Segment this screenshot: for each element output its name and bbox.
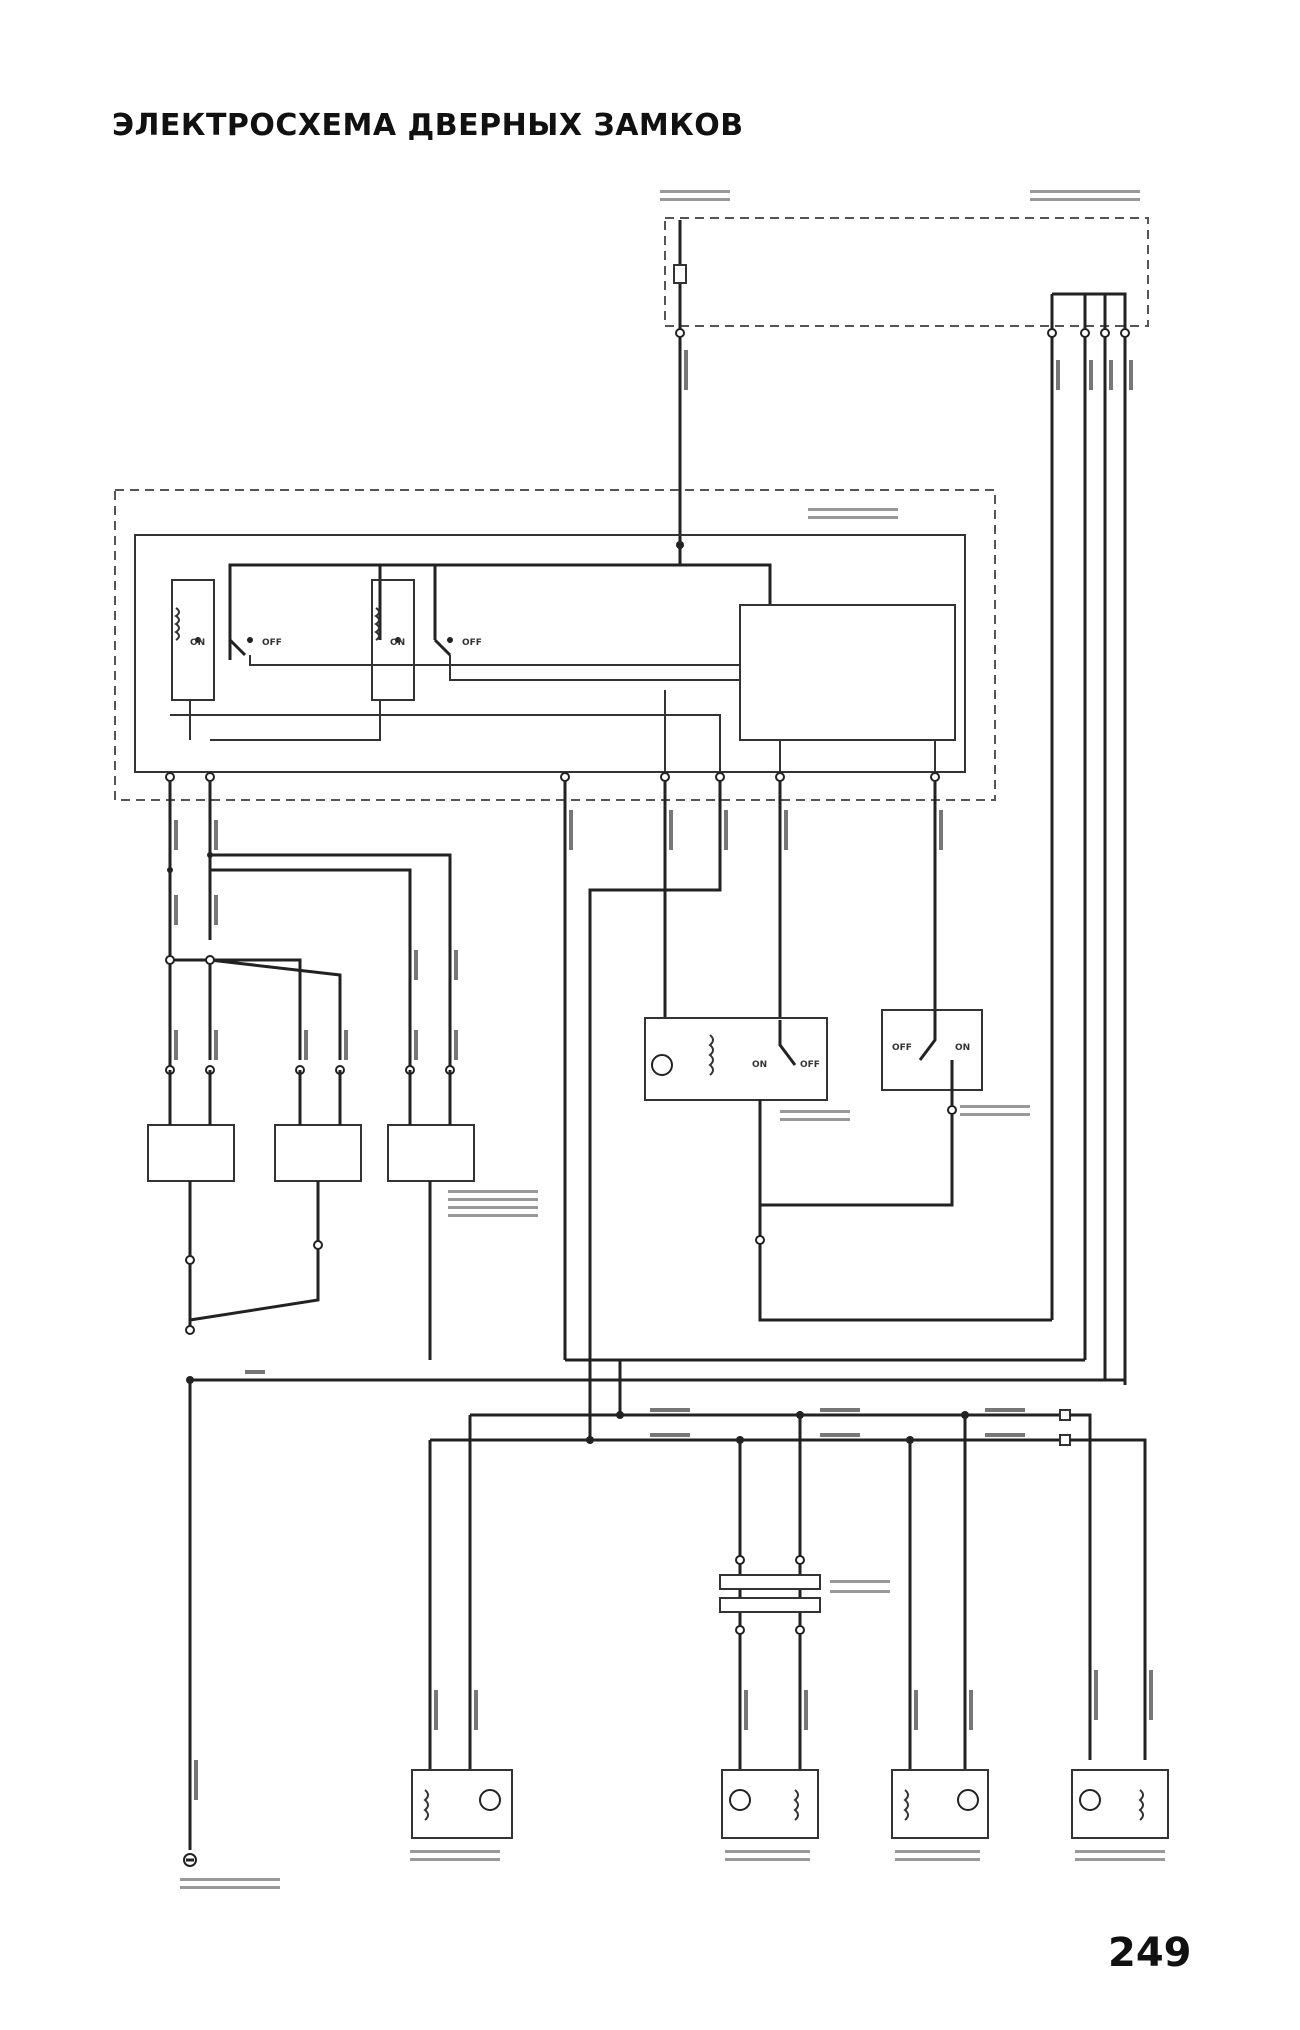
page-number: 249 <box>1108 1930 1192 1976</box>
page-title: ЭЛЕКТРОСХЕМА ДВЕРНЫХ ЗАМКОВ <box>112 108 744 143</box>
connector <box>1080 328 1090 338</box>
label-on-3: ON <box>752 1060 767 1070</box>
label-off-3: OFF <box>800 1060 820 1070</box>
wire-code-marks <box>174 350 1153 1800</box>
door-lock-control-unit <box>114 489 996 801</box>
connector <box>1047 328 1057 338</box>
actuator-bus <box>428 1360 1147 1770</box>
return-wire <box>758 1100 1052 1322</box>
actuator-rear-left <box>721 1769 819 1839</box>
actuator-front-left <box>411 1769 513 1839</box>
fuse-box-top <box>664 217 1149 327</box>
front-door-actuator-switch: ON OFF <box>644 1010 828 1101</box>
connector <box>1100 328 1110 338</box>
label-on-4: ON <box>955 1043 970 1053</box>
intermediate-connector <box>719 1555 821 1635</box>
actuator-rear-right <box>891 1769 989 1839</box>
switch-label-on-1: ON <box>190 638 205 648</box>
switch-label-off-2: OFF <box>462 638 482 648</box>
connector <box>755 1235 765 1245</box>
label-off-4: OFF <box>892 1043 912 1053</box>
key-switch-driver-door: OFF ON <box>758 1009 983 1240</box>
connector <box>1120 328 1130 338</box>
actuator-tailgate <box>1071 1769 1169 1839</box>
control-unit-outputs <box>165 772 940 1440</box>
switch-block-left <box>147 955 475 1360</box>
component-caption-marks <box>180 190 1165 1889</box>
switch-label-off-1: OFF <box>262 638 282 648</box>
switch-label-on-2: ON <box>390 638 405 648</box>
connector <box>675 328 685 338</box>
